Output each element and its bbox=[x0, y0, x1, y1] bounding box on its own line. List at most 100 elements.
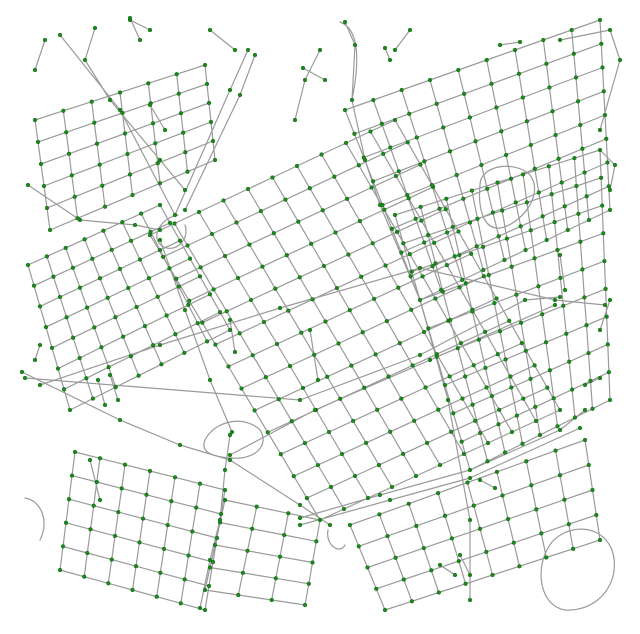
intersection-node bbox=[484, 385, 489, 390]
intersection-node bbox=[540, 312, 545, 317]
intersection-node bbox=[261, 319, 267, 325]
intersection-node bbox=[517, 39, 523, 45]
intersection-node bbox=[460, 277, 465, 283]
intersection-node bbox=[467, 597, 473, 603]
intersection-node bbox=[409, 599, 414, 604]
intersection-node bbox=[533, 418, 539, 424]
intersection-node bbox=[426, 233, 431, 238]
street-segment bbox=[204, 589, 306, 606]
intersection-node bbox=[172, 475, 178, 480]
intersection-node bbox=[106, 581, 111, 586]
intersection-node bbox=[105, 295, 110, 300]
intersection-node bbox=[528, 228, 533, 233]
intersection-node bbox=[371, 97, 376, 103]
intersection-node bbox=[35, 139, 41, 145]
intersection-node bbox=[511, 540, 516, 545]
intersection-node bbox=[154, 594, 159, 599]
intersection-node bbox=[545, 385, 550, 390]
intersection-node bbox=[532, 256, 537, 261]
intersection-node bbox=[365, 495, 371, 501]
intersection-node bbox=[356, 163, 361, 168]
intersection-node bbox=[134, 304, 139, 310]
intersection-node bbox=[598, 175, 604, 180]
intersection-node bbox=[555, 424, 560, 429]
street-segment bbox=[27, 204, 161, 266]
intersection-node bbox=[452, 254, 457, 259]
intersection-node bbox=[509, 264, 514, 269]
intersection-node bbox=[393, 173, 399, 179]
intersection-node bbox=[197, 605, 203, 611]
street-segment bbox=[131, 470, 151, 591]
intersection-node bbox=[513, 200, 518, 205]
intersection-node bbox=[77, 217, 83, 223]
intersection-node bbox=[449, 536, 454, 541]
intersection-node bbox=[451, 411, 456, 416]
intersection-node bbox=[373, 352, 378, 357]
intersection-node bbox=[362, 385, 367, 390]
intersection-node bbox=[274, 341, 280, 347]
street-segment bbox=[209, 566, 310, 585]
intersection-node bbox=[550, 109, 555, 114]
intersection-node bbox=[457, 552, 463, 558]
intersection-node bbox=[317, 47, 323, 53]
intersection-node bbox=[222, 253, 228, 259]
intersection-node bbox=[590, 487, 595, 493]
intersection-node bbox=[578, 239, 583, 244]
intersection-node bbox=[182, 350, 187, 355]
intersection-node bbox=[495, 180, 500, 185]
intersection-node bbox=[422, 240, 427, 245]
intersection-node bbox=[528, 376, 533, 381]
intersection-node bbox=[323, 319, 328, 324]
intersection-node bbox=[490, 572, 495, 578]
intersection-node bbox=[544, 237, 549, 243]
street-segment bbox=[384, 47, 391, 61]
intersection-node bbox=[95, 377, 101, 383]
intersection-node bbox=[497, 407, 502, 412]
intersection-node bbox=[418, 162, 423, 167]
intersection-node bbox=[178, 601, 183, 606]
intersection-node bbox=[334, 286, 339, 291]
intersection-node bbox=[540, 214, 545, 219]
intersection-node bbox=[169, 499, 174, 504]
intersection-node bbox=[182, 207, 188, 213]
intersection-node bbox=[444, 196, 449, 201]
intersection-node bbox=[137, 257, 143, 262]
intersection-node bbox=[227, 327, 233, 333]
intersection-node bbox=[116, 509, 121, 515]
street-curve bbox=[156, 214, 187, 249]
intersection-node bbox=[44, 205, 50, 211]
intersection-node bbox=[477, 477, 483, 483]
intersection-node bbox=[433, 296, 438, 301]
intersection-node bbox=[32, 117, 38, 123]
intersection-node bbox=[338, 396, 343, 401]
intersection-node bbox=[252, 408, 257, 413]
intersection-node bbox=[254, 504, 259, 509]
intersection-node bbox=[90, 396, 95, 401]
intersection-node bbox=[436, 407, 441, 412]
intersection-node bbox=[456, 67, 461, 73]
intersection-node bbox=[222, 467, 228, 473]
intersection-node bbox=[437, 462, 443, 468]
street-segment bbox=[24, 296, 561, 401]
intersection-node bbox=[492, 301, 497, 306]
intersection-node bbox=[536, 284, 541, 289]
intersection-node bbox=[352, 42, 358, 48]
intersection-node bbox=[422, 159, 427, 164]
intersection-node bbox=[586, 351, 591, 356]
intersection-node bbox=[342, 19, 348, 25]
intersection-node bbox=[452, 572, 458, 578]
intersection-node bbox=[202, 607, 208, 613]
intersection-node bbox=[397, 341, 402, 346]
intersection-node bbox=[584, 323, 589, 328]
intersection-node bbox=[332, 174, 337, 179]
intersection-node bbox=[106, 365, 111, 370]
intersection-node bbox=[457, 253, 462, 258]
intersection-node bbox=[450, 224, 455, 229]
intersection-node bbox=[297, 522, 303, 528]
intersection-node bbox=[387, 497, 393, 503]
intersection-node bbox=[401, 451, 406, 456]
intersection-node bbox=[157, 202, 163, 208]
intersection-node bbox=[485, 440, 491, 446]
intersection-node bbox=[157, 342, 163, 348]
intersection-node bbox=[97, 456, 103, 461]
